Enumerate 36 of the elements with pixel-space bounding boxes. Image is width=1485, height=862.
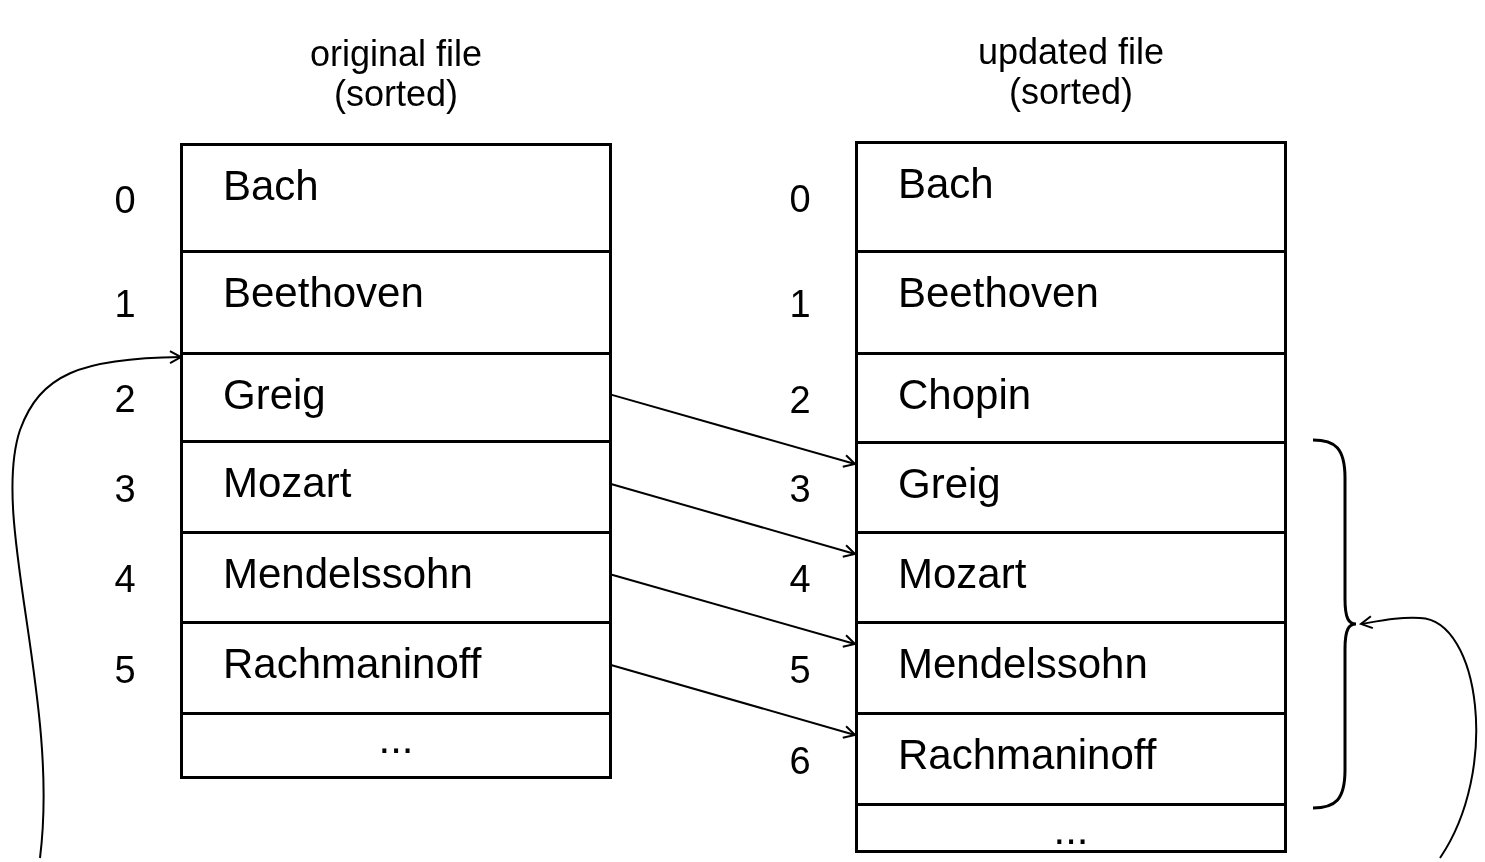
ellipsis: ... [377, 715, 415, 763]
arrow [610, 393, 856, 468]
arrow [610, 573, 856, 648]
table-heading: original file (sorted) [308, 34, 484, 114]
arrow [610, 663, 856, 739]
index-number: 4 [788, 557, 812, 601]
table-heading: updated file (sorted) [976, 32, 1166, 112]
composer-name: Mozart [898, 550, 1027, 598]
index-number: 3 [788, 467, 812, 511]
arrow [610, 482, 856, 558]
index-number: 1 [788, 282, 812, 326]
composer-name: Mendelssohn [223, 550, 473, 598]
composer-name: Rachmaninoff [223, 640, 482, 688]
composer-name: Mendelssohn [898, 640, 1148, 688]
index-number: 4 [113, 557, 137, 601]
index-number: 1 [113, 282, 137, 326]
composer-name: Bach [223, 162, 319, 210]
index-number: 2 [113, 377, 137, 421]
composer-name: Beethoven [898, 269, 1099, 317]
arrow [1360, 615, 1478, 859]
arrow [11, 350, 182, 859]
index-number: 5 [788, 647, 812, 692]
composer-name: Mozart [223, 459, 352, 507]
composer-name: Greig [898, 460, 1001, 508]
composer-name: Bach [898, 160, 994, 208]
index-number: 0 [113, 177, 137, 222]
composer-name: Rachmaninoff [898, 731, 1157, 779]
composer-name: Chopin [898, 371, 1032, 419]
ellipsis: ... [1052, 806, 1090, 854]
index-number: 6 [788, 738, 812, 783]
index-number: 0 [788, 176, 812, 221]
index-number: 5 [113, 647, 137, 692]
composer-name: Greig [223, 371, 326, 419]
composer-name: Beethoven [223, 269, 424, 317]
index-number: 3 [113, 466, 137, 511]
index-number: 2 [788, 377, 812, 422]
